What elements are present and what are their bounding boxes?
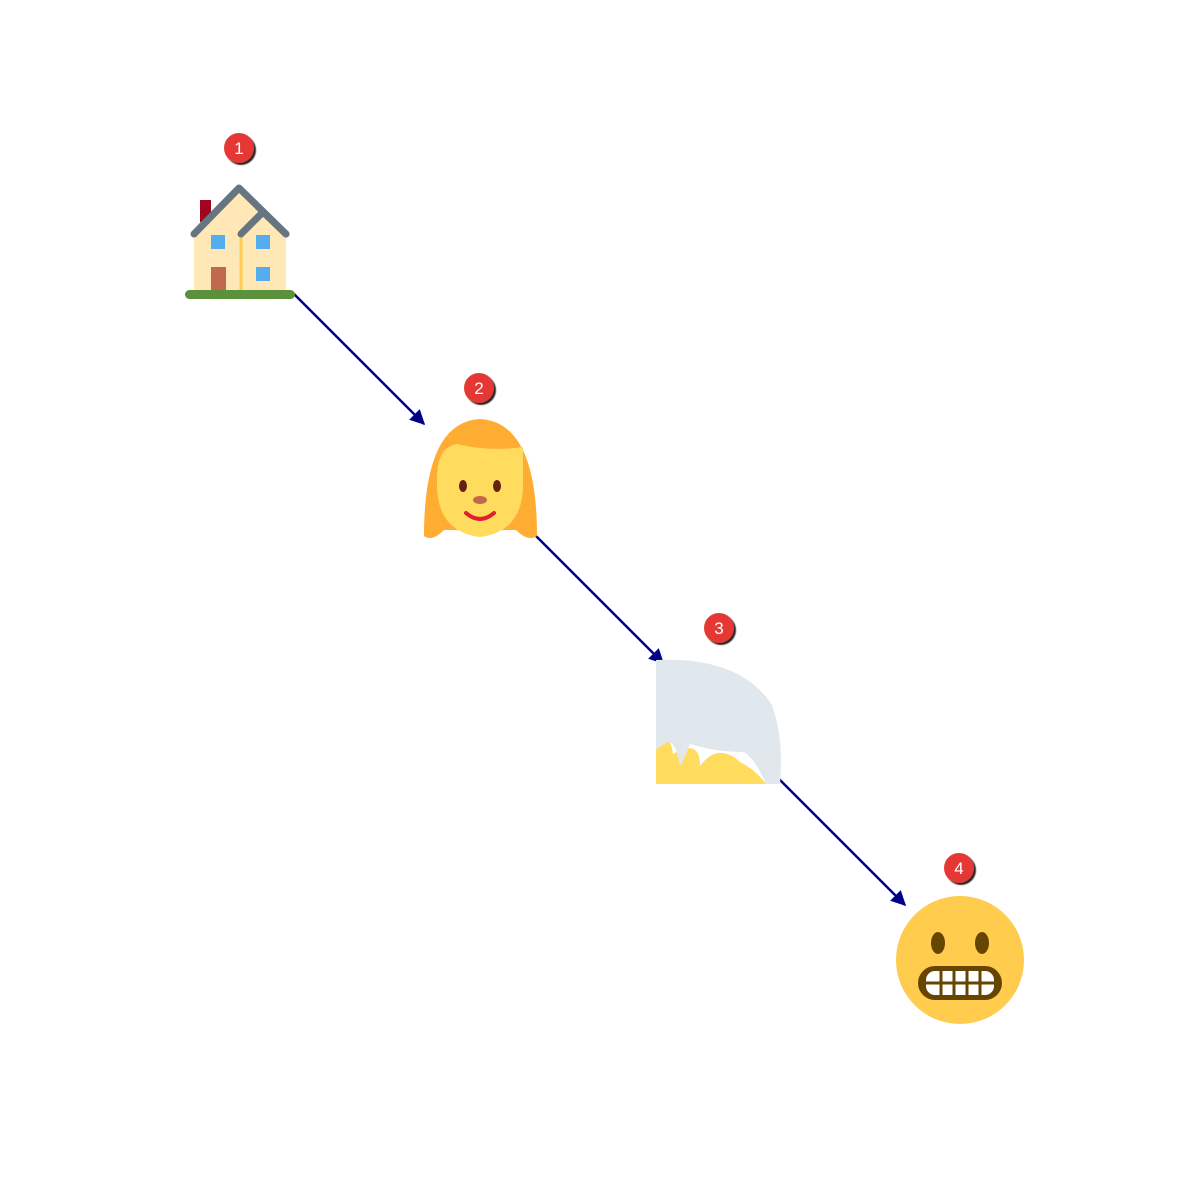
- arrow-3-to-4: [777, 777, 907, 907]
- step-3-node: 3: [656, 613, 781, 784]
- step-4-badge: 4: [944, 853, 974, 883]
- step-4-number: 4: [954, 859, 963, 878]
- step-2-node: 2: [424, 373, 537, 538]
- step-2-number: 2: [474, 379, 483, 398]
- step-1-number: 1: [234, 139, 243, 158]
- step-3-badge: 3: [704, 613, 734, 643]
- step-4-node: 4: [896, 853, 1024, 1024]
- grimacing-face-icon: [896, 896, 1024, 1024]
- step-3-number: 3: [714, 619, 723, 638]
- step-1-node: 1: [185, 133, 295, 299]
- woman-icon: [424, 419, 537, 538]
- arrow-2-to-3: [533, 533, 665, 665]
- white-hair-icon: [656, 659, 781, 784]
- step-1-badge: 1: [224, 133, 254, 163]
- house-icon: [185, 184, 295, 299]
- step-2-badge: 2: [464, 373, 494, 403]
- arrow-1-to-2: [293, 293, 426, 426]
